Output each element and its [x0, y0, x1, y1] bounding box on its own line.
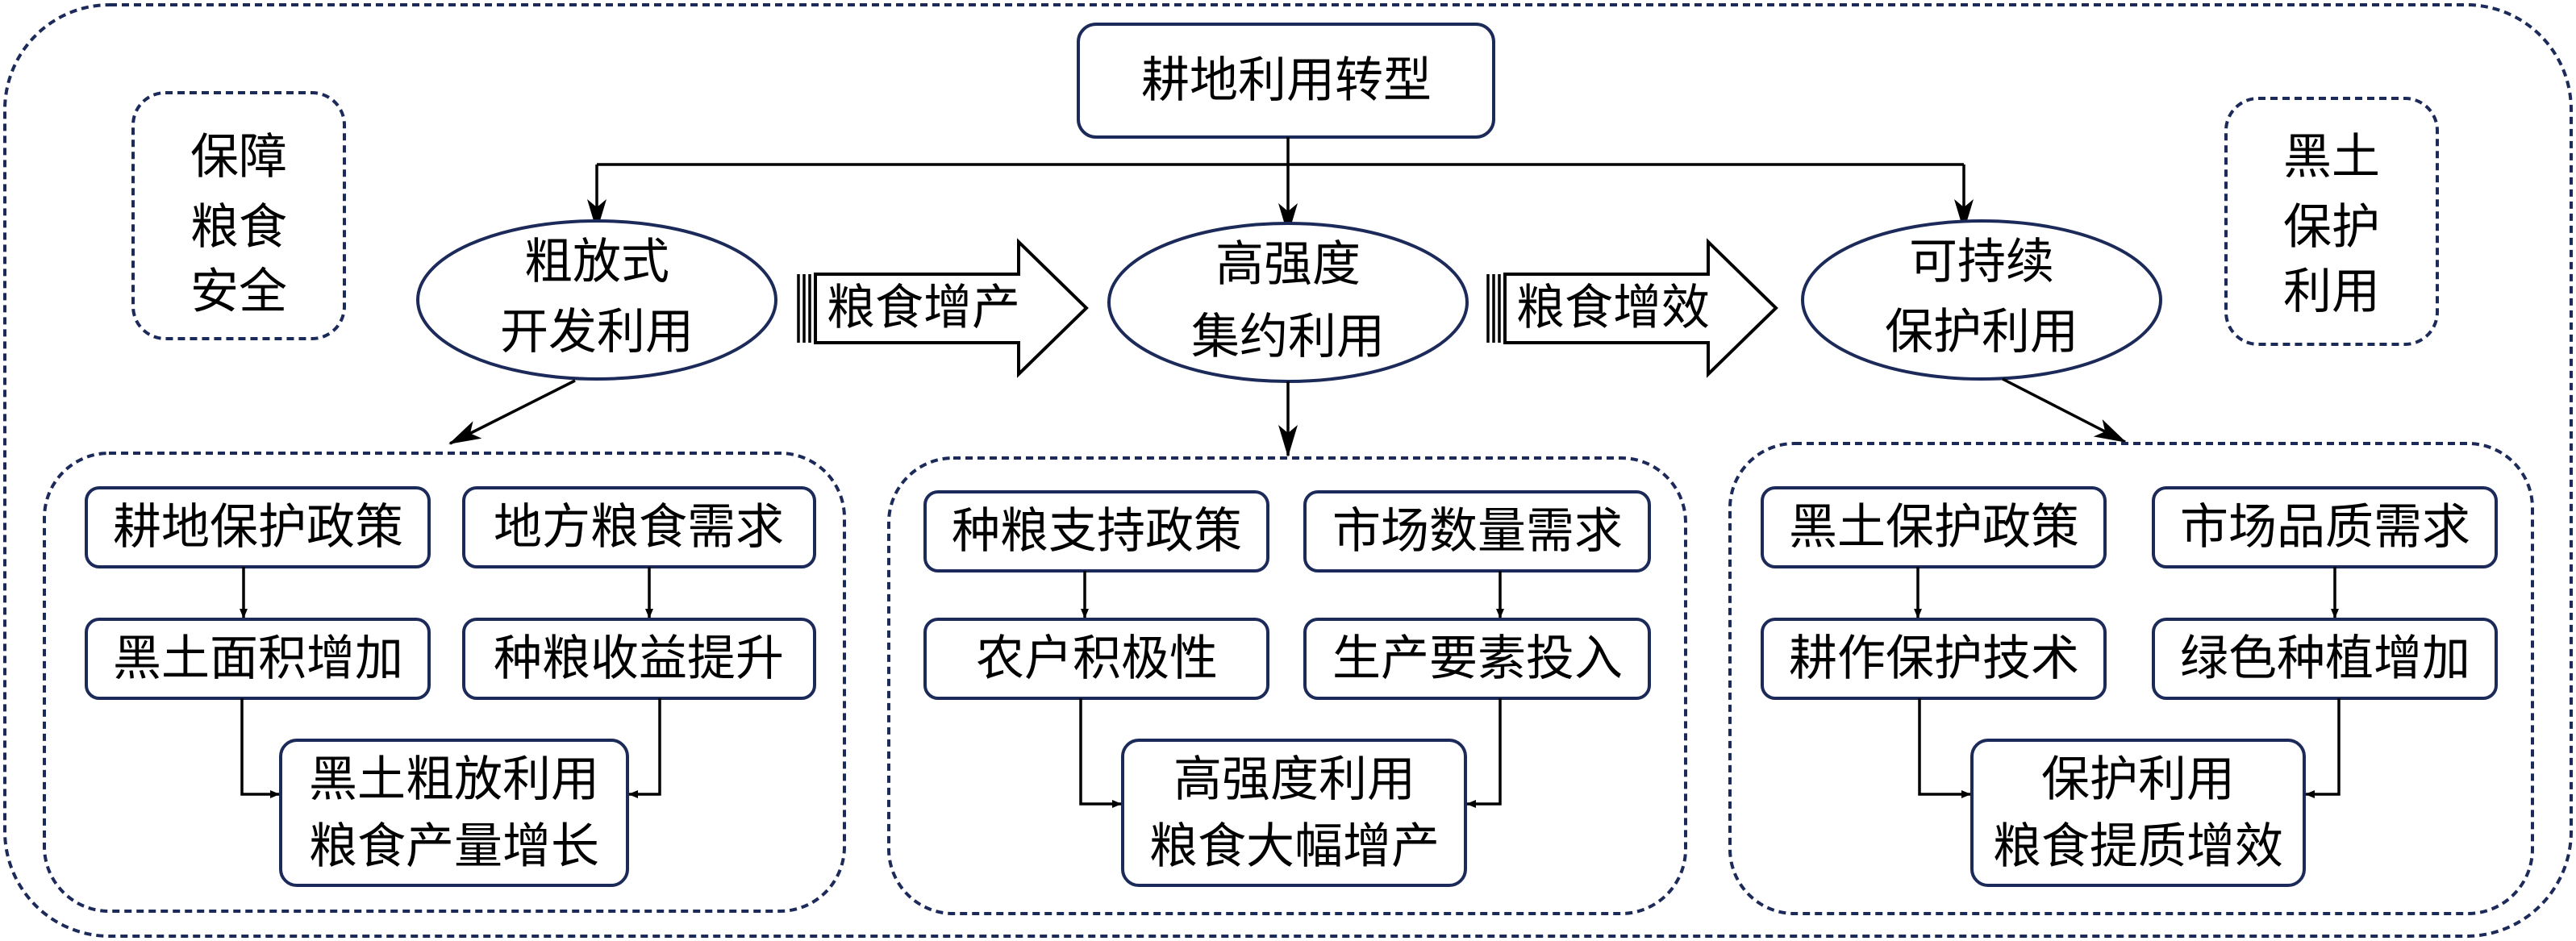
right-note-line-1: 黑土: [2283, 129, 2380, 185]
stage-3-policy: 黑土保护政策: [1789, 499, 2079, 556]
ellipse-to-panel-connectors: [448, 377, 2127, 457]
branch-connectors: [587, 137, 1974, 235]
transition-1-label: 粮食增产: [827, 280, 1020, 336]
stage-3-effect2: 绿色种植增加: [2180, 631, 2470, 687]
stage-1-result-line-1: 黑土粗放利用: [309, 752, 599, 808]
stage-2-result-line-2: 粮食大幅增产: [1149, 818, 1440, 875]
stage-2-demand: 市场数量需求: [1332, 503, 1623, 560]
outer-frame: [3, 3, 2573, 938]
stage-1-result-box: [279, 739, 629, 887]
transition-arrow-2: 粮食增效: [1486, 238, 1778, 378]
stage-3-policy-box: [1761, 486, 2107, 568]
stage-3-result-line-2: 粮食提质增效: [1993, 818, 2283, 875]
transition-2-label: 粮食增效: [1516, 280, 1710, 336]
stage-1-effect1: 黑土面积增加: [113, 631, 403, 687]
stage-2-result-box: [1121, 739, 1467, 887]
stage-1-internal-arrows: [240, 567, 661, 798]
left-note-frame: [131, 91, 346, 340]
stage-2-result-line-1: 高强度利用: [1173, 752, 1415, 808]
stage-2-policy-box: [923, 490, 1269, 573]
stage-1-ellipse: [416, 219, 777, 381]
stage-3-result-line-1: 保护利用: [2041, 752, 2235, 808]
stage-1-title-line-1: 粗放式: [524, 234, 669, 290]
stage-1-effect1-box: [85, 618, 431, 700]
stage-3-effect2-box: [2152, 618, 2498, 700]
right-note-frame: [2224, 97, 2439, 346]
stage-2-policy: 种粮支持政策: [952, 503, 1242, 560]
stage-3-title-line-1: 可持续: [1909, 234, 2054, 290]
stage-2-panel: [887, 456, 1687, 915]
stage-3-effect1-box: [1761, 618, 2107, 700]
right-note-line-3: 利用: [2283, 264, 2380, 320]
right-note-line-2: 保护: [2283, 199, 2380, 256]
stage-1-demand-box: [462, 486, 816, 568]
stage-3-demand-box: [2152, 486, 2498, 568]
stage-1-demand: 地方粮食需求: [494, 499, 784, 556]
left-note-line-3: 安全: [190, 264, 287, 320]
transition-arrow-1: 粮食增产: [797, 238, 1089, 378]
stage-1-policy-box: [85, 486, 431, 568]
stage-1-policy: 耕地保护政策: [113, 499, 403, 556]
stage-1-effect2-box: [462, 618, 816, 700]
stage-1-title-line-2: 开发利用: [500, 304, 694, 360]
stage-3-panel: [1728, 442, 2534, 915]
stage-2-internal-arrows: [1079, 571, 1504, 808]
stage-3-internal-arrows: [1914, 567, 2340, 798]
top-node-label: 耕地利用转型: [1141, 52, 1432, 109]
stage-2-title-line-2: 集约利用: [1191, 309, 1385, 365]
stage-1-result-line-2: 粮食产量增长: [309, 818, 599, 875]
stage-3-result-box: [1970, 739, 2306, 887]
top-node: [1077, 23, 1495, 139]
stage-3-title-line-2: 保护利用: [1885, 304, 2078, 360]
stage-2-demand-box: [1303, 490, 1651, 573]
stage-2-effect1: 农户积极性: [976, 631, 1218, 687]
stage-3-ellipse: [1801, 219, 2162, 381]
stage-2-title-line-1: 高强度: [1215, 236, 1361, 293]
stage-1-panel: [43, 452, 846, 913]
stage-2-effect2: 生产要素投入: [1332, 631, 1623, 687]
left-note-line-2: 粮食: [190, 199, 287, 256]
stage-3-demand: 市场品质需求: [2180, 499, 2470, 556]
stage-2-effect1-box: [923, 618, 1269, 700]
stage-1-effect2: 种粮收益提升: [494, 631, 784, 687]
stage-2-effect2-box: [1303, 618, 1651, 700]
stage-3-effect1: 耕作保护技术: [1789, 631, 2079, 687]
left-note-line-1: 保障: [190, 129, 287, 185]
